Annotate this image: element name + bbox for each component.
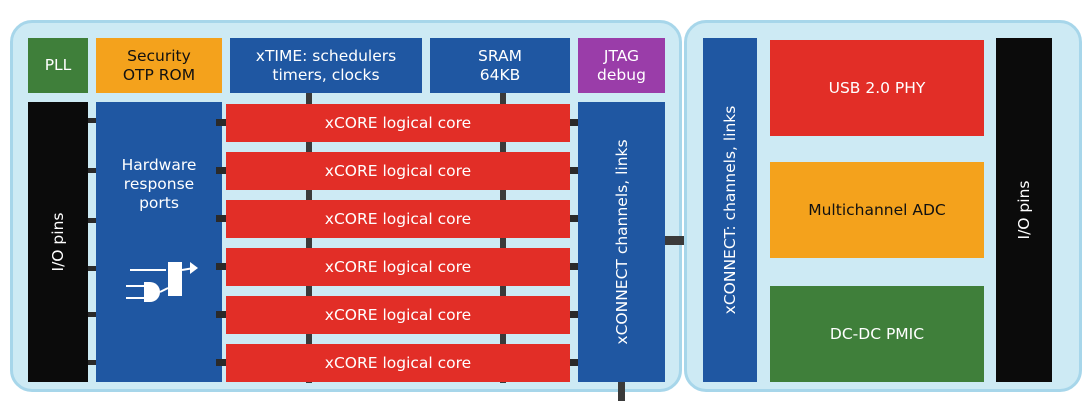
multichannel-adc-label: Multichannel ADC xyxy=(808,200,946,219)
core-label: xCORE logical core xyxy=(324,354,472,372)
jtag-debug-label: JTAG debug xyxy=(597,46,646,84)
pin-tap-2 xyxy=(88,168,96,173)
left-xconnect-label: xCONNECT channels, links xyxy=(612,139,631,345)
pin-tap-6 xyxy=(88,360,96,365)
xcore-logical-core-3: xCORE logical core xyxy=(216,200,580,238)
core-label: xCORE logical core xyxy=(324,114,472,132)
bus-line-right xyxy=(500,93,506,383)
right-xconnect-block: xCONNECT: channels, links xyxy=(703,38,757,382)
bottom-stub xyxy=(618,382,625,401)
left-io-pins-label: I/O pins xyxy=(49,212,67,272)
pll-label: PLL xyxy=(44,56,72,74)
multichannel-adc-block: Multichannel ADC xyxy=(770,162,984,258)
xcore-logical-core-6: xCORE logical core xyxy=(216,344,580,382)
usb-phy-label: USB 2.0 PHY xyxy=(828,78,926,97)
port-logic-icon xyxy=(126,262,198,302)
usb-phy-block: USB 2.0 PHY xyxy=(770,40,984,136)
dc-dc-pmic-block: DC-DC PMIC xyxy=(770,286,984,382)
xcore-logical-core-5: xCORE logical core xyxy=(216,296,580,334)
pll-block: PLL xyxy=(28,38,88,93)
core-label: xCORE logical core xyxy=(324,210,472,228)
pin-tap-5 xyxy=(88,312,96,317)
right-io-pins-block: I/O pins xyxy=(996,38,1052,382)
core-label: xCORE logical core xyxy=(324,306,472,324)
hardware-response-ports-label: Hardware response ports xyxy=(121,156,197,212)
sram-label: SRAM 64KB xyxy=(478,46,522,84)
xtime-label: xTIME: schedulers timers, clocks xyxy=(255,46,397,84)
right-io-pins-label: I/O pins xyxy=(1015,180,1033,240)
security-otp-rom-block: Security OTP ROM xyxy=(96,38,222,93)
bus-line-left xyxy=(306,93,312,383)
core-label: xCORE logical core xyxy=(324,162,472,180)
jtag-debug-block: JTAG debug xyxy=(578,38,665,93)
hardware-response-ports-block: Hardware response ports xyxy=(96,102,222,382)
xcore-logical-core-4: xCORE logical core xyxy=(216,248,580,286)
pin-tap-1 xyxy=(88,118,96,123)
xtime-block: xTIME: schedulers timers, clocks xyxy=(230,38,422,93)
left-io-pins-block: I/O pins xyxy=(28,102,88,382)
dc-dc-pmic-label: DC-DC PMIC xyxy=(829,324,925,343)
left-xconnect-block: xCONNECT channels, links xyxy=(578,102,665,382)
pin-tap-4 xyxy=(88,266,96,271)
xcore-logical-core-2: xCORE logical core xyxy=(216,152,580,190)
right-xconnect-label: xCONNECT: channels, links xyxy=(721,105,739,315)
security-otp-rom-label: Security OTP ROM xyxy=(122,46,196,84)
core-label: xCORE logical core xyxy=(324,258,472,276)
xcore-logical-core-1: xCORE logical core xyxy=(216,104,580,142)
sram-block: SRAM 64KB xyxy=(430,38,570,93)
pin-tap-3 xyxy=(88,218,96,223)
